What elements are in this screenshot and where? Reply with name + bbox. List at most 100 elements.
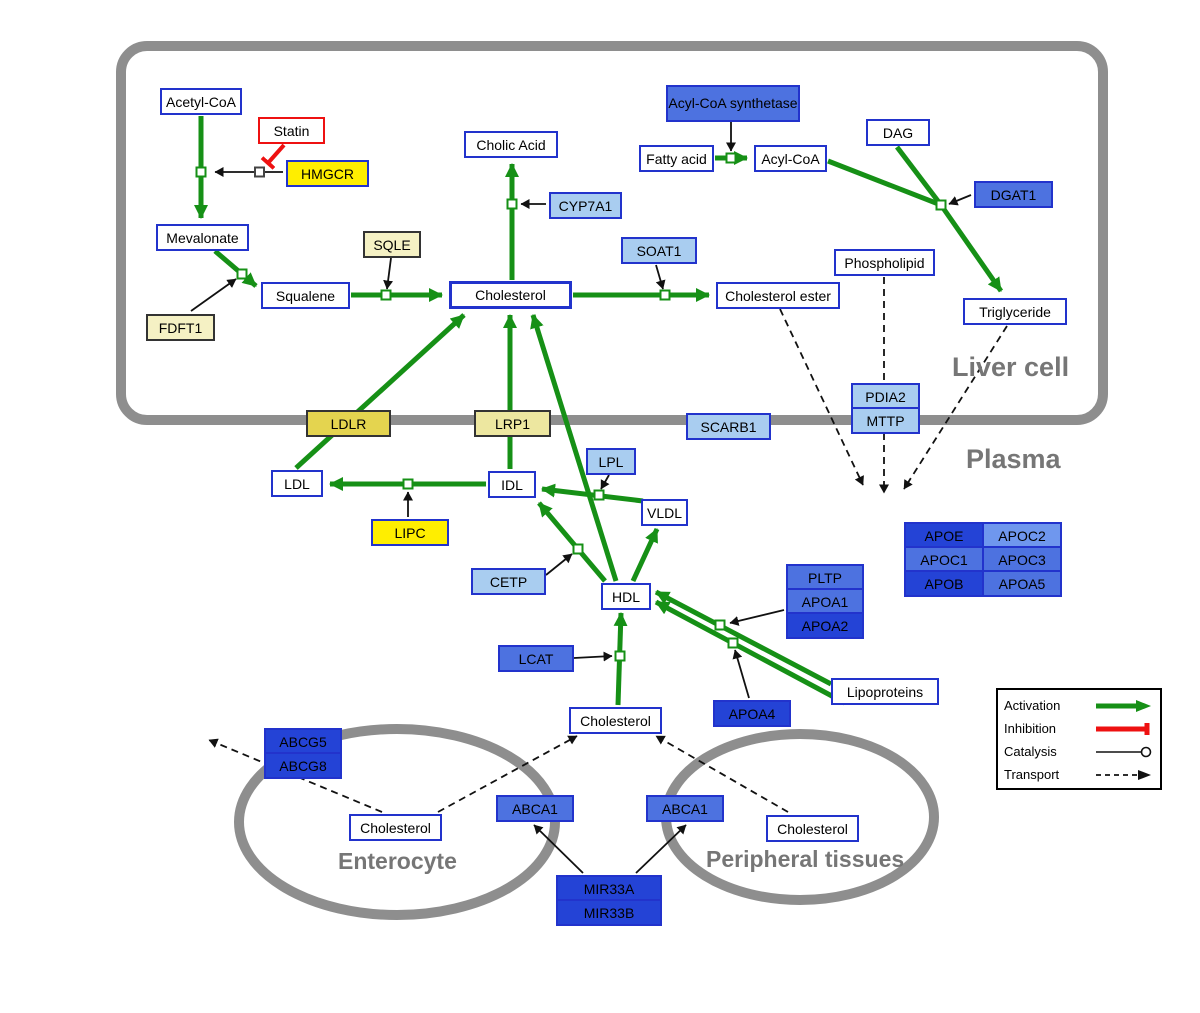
node-acyl-coa-synthetase[interactable]: Acyl-CoA synthetase bbox=[666, 85, 800, 122]
edge-enterocyte-plasma-transport bbox=[437, 735, 578, 813]
node-dag[interactable]: DAG bbox=[866, 119, 930, 146]
node-vldl[interactable]: VLDL bbox=[641, 499, 688, 526]
edge-soat1-catalysis bbox=[655, 264, 666, 290]
edge-lipoproteins-hdl-2 bbox=[654, 599, 847, 706]
node-apoa1[interactable]: APOA1 bbox=[786, 588, 864, 615]
legend-transport-label: Transport bbox=[1004, 767, 1060, 782]
node-apoe[interactable]: APOE bbox=[904, 522, 984, 549]
node-apoc2[interactable]: APOC2 bbox=[982, 522, 1062, 549]
node-lrp1[interactable]: LRP1 bbox=[474, 410, 551, 437]
node-statin[interactable]: Statin bbox=[258, 117, 325, 144]
node-cholesterol-ester[interactable]: Cholesterol ester bbox=[716, 282, 840, 309]
legend-activation: Activation bbox=[1004, 694, 1154, 717]
edge-sqle-catalysis bbox=[383, 257, 394, 290]
node-abca1-peripheral[interactable]: ABCA1 bbox=[646, 795, 724, 822]
edge-acylcoa-junction bbox=[827, 158, 942, 208]
node-acyl-coa[interactable]: Acyl-CoA bbox=[754, 145, 827, 172]
node-apoc1[interactable]: APOC1 bbox=[904, 546, 984, 573]
node-apoa2[interactable]: APOA2 bbox=[786, 612, 864, 639]
edge-triglyceride-transport bbox=[903, 325, 1008, 490]
node-pltp[interactable]: PLTP bbox=[786, 564, 864, 591]
node-mttp[interactable]: MTTP bbox=[851, 407, 920, 434]
node-abca1-enterocyte[interactable]: ABCA1 bbox=[496, 795, 574, 822]
liver-cell-membrane bbox=[116, 41, 1108, 425]
edge-mir33-abca1-right bbox=[635, 824, 687, 874]
node-fatty-acid[interactable]: Fatty acid bbox=[639, 145, 714, 172]
node-cholesterol-plasma[interactable]: Cholesterol bbox=[569, 707, 662, 734]
node-soat1[interactable]: SOAT1 bbox=[621, 237, 697, 264]
edge-apoa12-catalysis bbox=[729, 609, 785, 626]
node-apob[interactable]: APOB bbox=[904, 570, 984, 597]
legend-catalysis-label: Catalysis bbox=[1004, 744, 1057, 759]
node-sqle[interactable]: SQLE bbox=[363, 231, 421, 258]
activation-edges bbox=[194, 116, 1004, 706]
edge-hdl-vldl bbox=[630, 527, 660, 583]
legend-transport: Transport bbox=[1004, 763, 1154, 786]
transport-dashed-arrow-icon bbox=[1096, 769, 1151, 780]
edge-cholesterolester-transport bbox=[779, 308, 864, 486]
node-abcg8[interactable]: ABCG8 bbox=[264, 752, 342, 779]
legend-activation-label: Activation bbox=[1004, 698, 1061, 713]
node-lipc[interactable]: LIPC bbox=[371, 519, 449, 546]
edge-dgat1-catalysis bbox=[948, 194, 972, 206]
edge-ldl-cholesterol bbox=[294, 313, 466, 470]
node-triglyceride[interactable]: Triglyceride bbox=[963, 298, 1067, 325]
catalysis-circle-icon bbox=[1096, 746, 1152, 757]
node-cholesterol-peripheral[interactable]: Cholesterol bbox=[766, 815, 859, 842]
node-cholic-acid[interactable]: Cholic Acid bbox=[464, 131, 558, 158]
node-mir33b[interactable]: MIR33B bbox=[556, 899, 662, 926]
membranes bbox=[116, 41, 1108, 920]
node-cetp[interactable]: CETP bbox=[471, 568, 546, 595]
legend-inhibition: Inhibition bbox=[1004, 717, 1154, 740]
node-pdia2[interactable]: PDIA2 bbox=[851, 383, 920, 410]
node-lipoproteins[interactable]: Lipoproteins bbox=[831, 678, 939, 705]
edge-apoa4-catalysis bbox=[732, 649, 750, 699]
peripheral-tissues-label: Peripheral tissues bbox=[706, 846, 905, 872]
edge-hdl-cholesterol bbox=[530, 314, 619, 582]
node-cholesterol-liver[interactable]: Cholesterol bbox=[449, 281, 572, 309]
enterocyte-label: Enterocyte bbox=[338, 848, 457, 874]
node-hmgcr[interactable]: HMGCR bbox=[286, 160, 369, 187]
node-mir33a[interactable]: MIR33A bbox=[556, 875, 662, 902]
node-mevalonate[interactable]: Mevalonate bbox=[156, 224, 249, 251]
node-acetyl-coa[interactable]: Acetyl-CoA bbox=[160, 88, 242, 115]
node-abcg5[interactable]: ABCG5 bbox=[264, 728, 342, 755]
statin-target-square bbox=[254, 166, 265, 178]
node-apoc3[interactable]: APOC3 bbox=[982, 546, 1062, 573]
edge-fdft1-catalysis bbox=[190, 278, 237, 312]
node-cyp7a1[interactable]: CYP7A1 bbox=[549, 192, 622, 219]
node-squalene[interactable]: Squalene bbox=[261, 282, 350, 309]
enterocyte-membrane bbox=[234, 724, 560, 920]
activation-arrow-icon bbox=[1096, 699, 1151, 712]
edge-statin-hmgcr-inhibition bbox=[260, 143, 286, 170]
node-scarb1[interactable]: SCARB1 bbox=[686, 413, 771, 440]
catalysis-edges bbox=[190, 122, 972, 874]
node-lcat[interactable]: LCAT bbox=[498, 645, 574, 672]
node-cholesterol-enterocyte[interactable]: Cholesterol bbox=[349, 814, 442, 841]
edge-junction-triglyceride bbox=[938, 203, 1004, 293]
edge-dag-junction bbox=[895, 145, 943, 207]
inhibition-edge bbox=[260, 143, 286, 170]
legend-inhibition-label: Inhibition bbox=[1004, 721, 1057, 736]
edge-vldl-idl bbox=[541, 483, 644, 504]
edge-cetp-catalysis bbox=[545, 553, 573, 576]
node-lpl[interactable]: LPL bbox=[586, 448, 636, 475]
node-ldl[interactable]: LDL bbox=[271, 470, 323, 497]
node-phospholipid[interactable]: Phospholipid bbox=[834, 249, 935, 276]
plasma-label: Plasma bbox=[966, 444, 1061, 474]
node-fdft1[interactable]: FDFT1 bbox=[146, 314, 215, 341]
edge-lipoproteins-hdl-1 bbox=[654, 589, 833, 687]
liver-cell-label: Liver cell bbox=[952, 352, 1070, 382]
node-dgat1[interactable]: DGAT1 bbox=[974, 181, 1053, 208]
edge-lpl-catalysis bbox=[600, 474, 610, 490]
node-idl[interactable]: IDL bbox=[488, 471, 536, 498]
edge-peripheral-plasma-transport bbox=[655, 735, 789, 813]
node-apoa5[interactable]: APOA5 bbox=[982, 570, 1062, 597]
node-ldlr[interactable]: LDLR bbox=[306, 410, 391, 437]
node-hdl[interactable]: HDL bbox=[601, 583, 651, 610]
legend-catalysis: Catalysis bbox=[1004, 740, 1154, 763]
inhibition-tee-icon bbox=[1096, 722, 1150, 735]
node-apoa4[interactable]: APOA4 bbox=[713, 700, 791, 727]
